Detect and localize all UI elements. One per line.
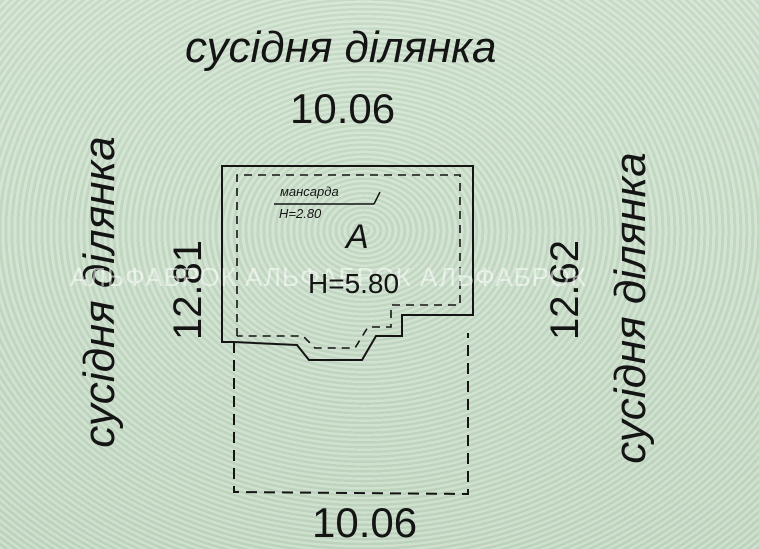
plot-boundary (233, 333, 469, 496)
attic-label: мансарда (280, 184, 339, 199)
top-neighbor-label: сусідня ділянка (185, 23, 497, 72)
watermark: АЛЬФАБРОК АЛЬФАБРОК АЛЬФАБРОК (70, 262, 587, 292)
building-letter: А (346, 218, 369, 256)
building-height-label: Н=5.80 (308, 268, 400, 299)
bottom-dimension: 10.06 (312, 499, 418, 546)
attic-height-label: Н=2.80 (279, 206, 322, 221)
top-dimension: 10.06 (290, 85, 396, 132)
attic-label-leader (373, 191, 381, 205)
building-outline (221, 165, 474, 361)
attic-outline (236, 174, 461, 349)
